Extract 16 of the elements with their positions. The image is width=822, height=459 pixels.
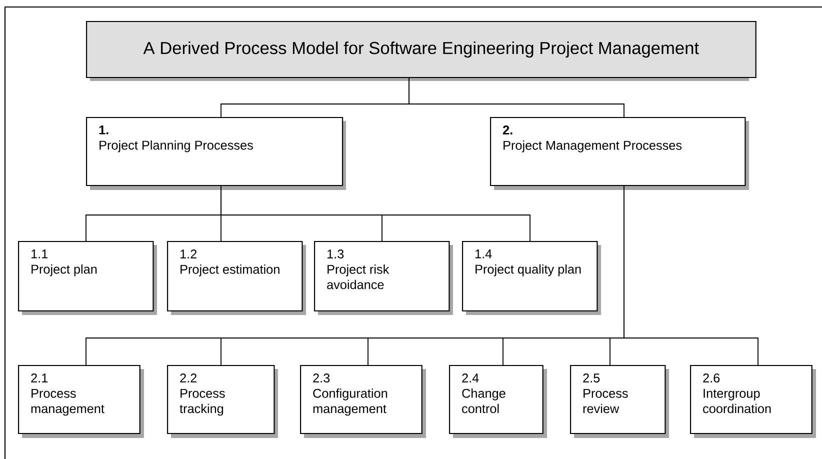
title-box: A Derived Process Model for Software Engineering Project Management: [86, 21, 756, 81]
process-box: 1. Project Planning Processes: [86, 117, 346, 190]
process-box: 2.3 Configuration management: [300, 365, 426, 438]
process-box: 1.3 Project risk avoidance: [314, 241, 453, 315]
connector-line: [220, 186, 530, 242]
process-box: 1.1 Project plan: [18, 241, 157, 315]
process-box: 2.6 Intergroup coordination: [690, 365, 816, 438]
process-box: 2. Project Management Processes: [490, 117, 749, 190]
process-box: 2.2 Process tracking: [167, 365, 278, 438]
connector-line: [624, 186, 758, 366]
process-box: 2.1 Process management: [18, 365, 144, 438]
connector-line: [408, 78, 624, 118]
process-box: 1.2 Project estimation: [167, 241, 306, 315]
process-box: 2.5 Process review: [570, 365, 669, 438]
process-box: 2.4 Change control: [449, 365, 547, 438]
process-box: 1.4 Project quality plan: [462, 241, 601, 315]
